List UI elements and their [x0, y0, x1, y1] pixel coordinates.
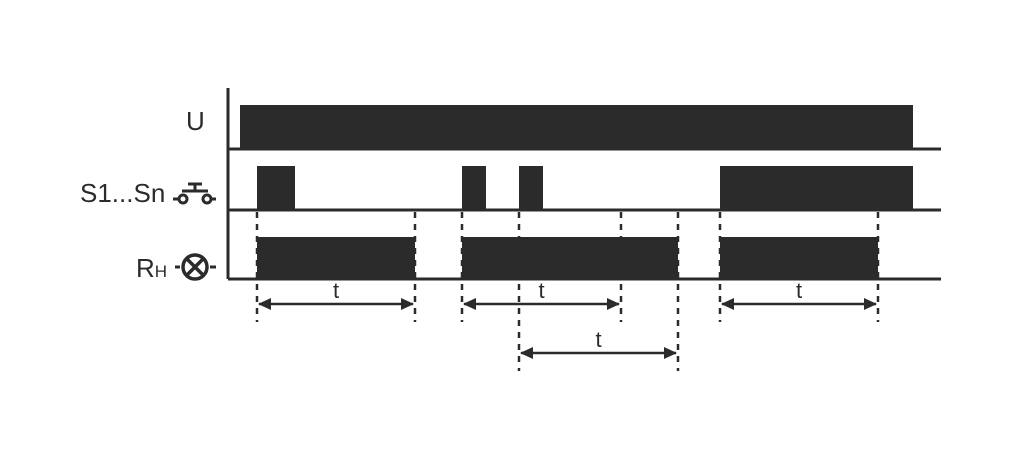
load-label-main: R: [136, 253, 155, 283]
interval-2: t: [460, 212, 623, 322]
supply-pulses: [240, 105, 913, 149]
arrow-head-left: [258, 298, 271, 310]
switch-label: S1...Sn: [80, 178, 165, 208]
switch-pulses: [257, 166, 913, 210]
arrow-head-right: [607, 298, 620, 310]
interval-1: t: [255, 212, 417, 322]
lamp-icon: [175, 253, 216, 281]
interval-4: t: [718, 212, 880, 322]
supply-label: U: [186, 106, 205, 136]
load-pulse-3: [720, 237, 878, 279]
switch-pulse-4: [720, 166, 913, 210]
switch-pulse-1: [257, 166, 295, 210]
arrow-head-left: [520, 347, 533, 359]
push-button-switch-icon: [173, 182, 216, 205]
arrow-head-left: [463, 298, 476, 310]
interval-markers: t t t t: [255, 212, 880, 371]
interval-label: t: [595, 327, 601, 352]
load-label-sub: H: [155, 262, 167, 281]
load-pulse-2: [462, 237, 678, 279]
switch-pulse-3: [519, 166, 543, 210]
load-pulse-1: [257, 237, 415, 279]
switch-pulse-2: [462, 166, 486, 210]
load-pulses: [257, 237, 878, 279]
supply-on-pulse-1: [240, 105, 913, 149]
interval-label: t: [333, 278, 339, 303]
interval-label: t: [538, 278, 544, 303]
arrow-head-left: [721, 298, 734, 310]
load-label: RH: [136, 253, 167, 283]
interval-3: t: [517, 212, 680, 371]
arrow-head-right: [401, 298, 414, 310]
arrow-head-right: [864, 298, 877, 310]
arrow-head-right: [664, 347, 677, 359]
interval-label: t: [796, 278, 802, 303]
